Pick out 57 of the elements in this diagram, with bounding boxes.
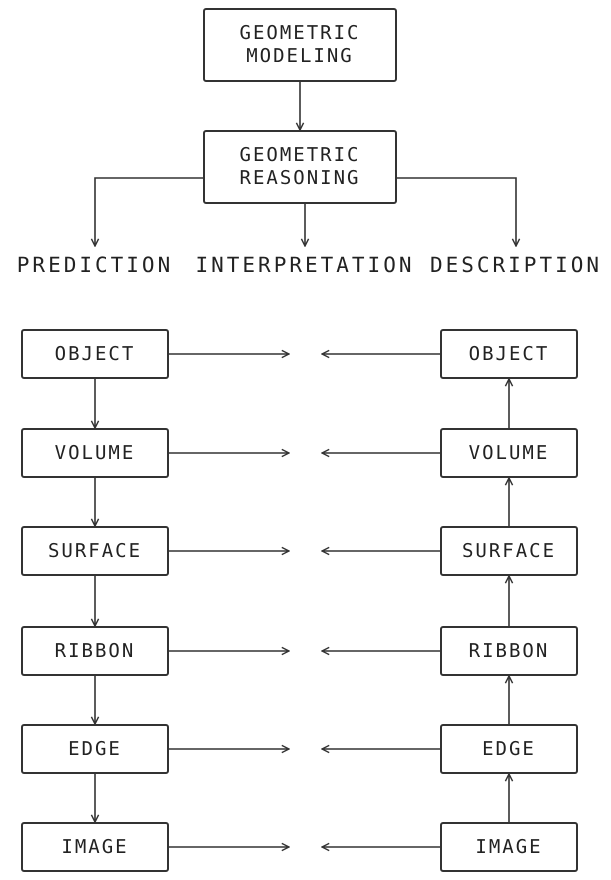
box-label: GEOMETRIC MODELING (238, 22, 362, 68)
arrow (296, 82, 304, 131)
process-box (21, 724, 169, 774)
arrow (504, 575, 514, 626)
arrow (504, 675, 514, 724)
arrow (90, 177, 203, 247)
arrow (169, 842, 290, 852)
arrow (321, 842, 440, 852)
box-label: VOLUME (468, 442, 550, 464)
arrow (90, 379, 100, 429)
process-box (203, 8, 397, 82)
arrow (321, 744, 440, 754)
arrow (397, 177, 520, 247)
arrow (169, 350, 290, 358)
process-box (440, 626, 578, 676)
box-label: VOLUME (54, 442, 136, 464)
stage-label: INTERPRETATION (193, 250, 417, 282)
arrow (90, 576, 100, 627)
box-label: SURFACE (48, 540, 142, 562)
arrow (90, 774, 100, 823)
arrow (504, 378, 514, 428)
arrow (321, 448, 440, 458)
arrow (321, 350, 440, 358)
stage-label: PREDICTION (10, 250, 180, 282)
box-label: IMAGE (475, 836, 543, 858)
box-label: RIBBON (54, 640, 136, 662)
arrow (169, 646, 290, 656)
box-label: OBJECT (468, 342, 550, 366)
box-label: GEOMETRIC REASONING (238, 144, 362, 190)
process-box (440, 724, 578, 774)
process-box (203, 130, 397, 204)
box-label: IMAGE (61, 836, 129, 858)
process-box (440, 428, 578, 478)
process-box (21, 626, 169, 676)
arrow (90, 676, 100, 725)
process-box (21, 526, 169, 576)
box-label: RIBBON (468, 640, 550, 662)
stage-label: DESCRIPTION (428, 250, 604, 282)
process-box (21, 329, 169, 379)
arrow (169, 448, 290, 458)
arrow (300, 204, 310, 247)
arrow (169, 744, 290, 754)
arrow (169, 546, 290, 556)
arrow (504, 477, 514, 526)
box-label: EDGE (482, 738, 536, 760)
arrow (321, 546, 440, 556)
process-box (440, 329, 578, 379)
arrow (504, 773, 514, 822)
arrow (321, 646, 440, 656)
box-label: SURFACE (462, 540, 556, 562)
arrow (90, 478, 100, 527)
process-box (21, 822, 169, 872)
process-box (440, 526, 578, 576)
process-box (440, 822, 578, 872)
process-box (21, 428, 169, 478)
box-label: OBJECT (54, 342, 136, 366)
box-label: EDGE (68, 738, 122, 760)
